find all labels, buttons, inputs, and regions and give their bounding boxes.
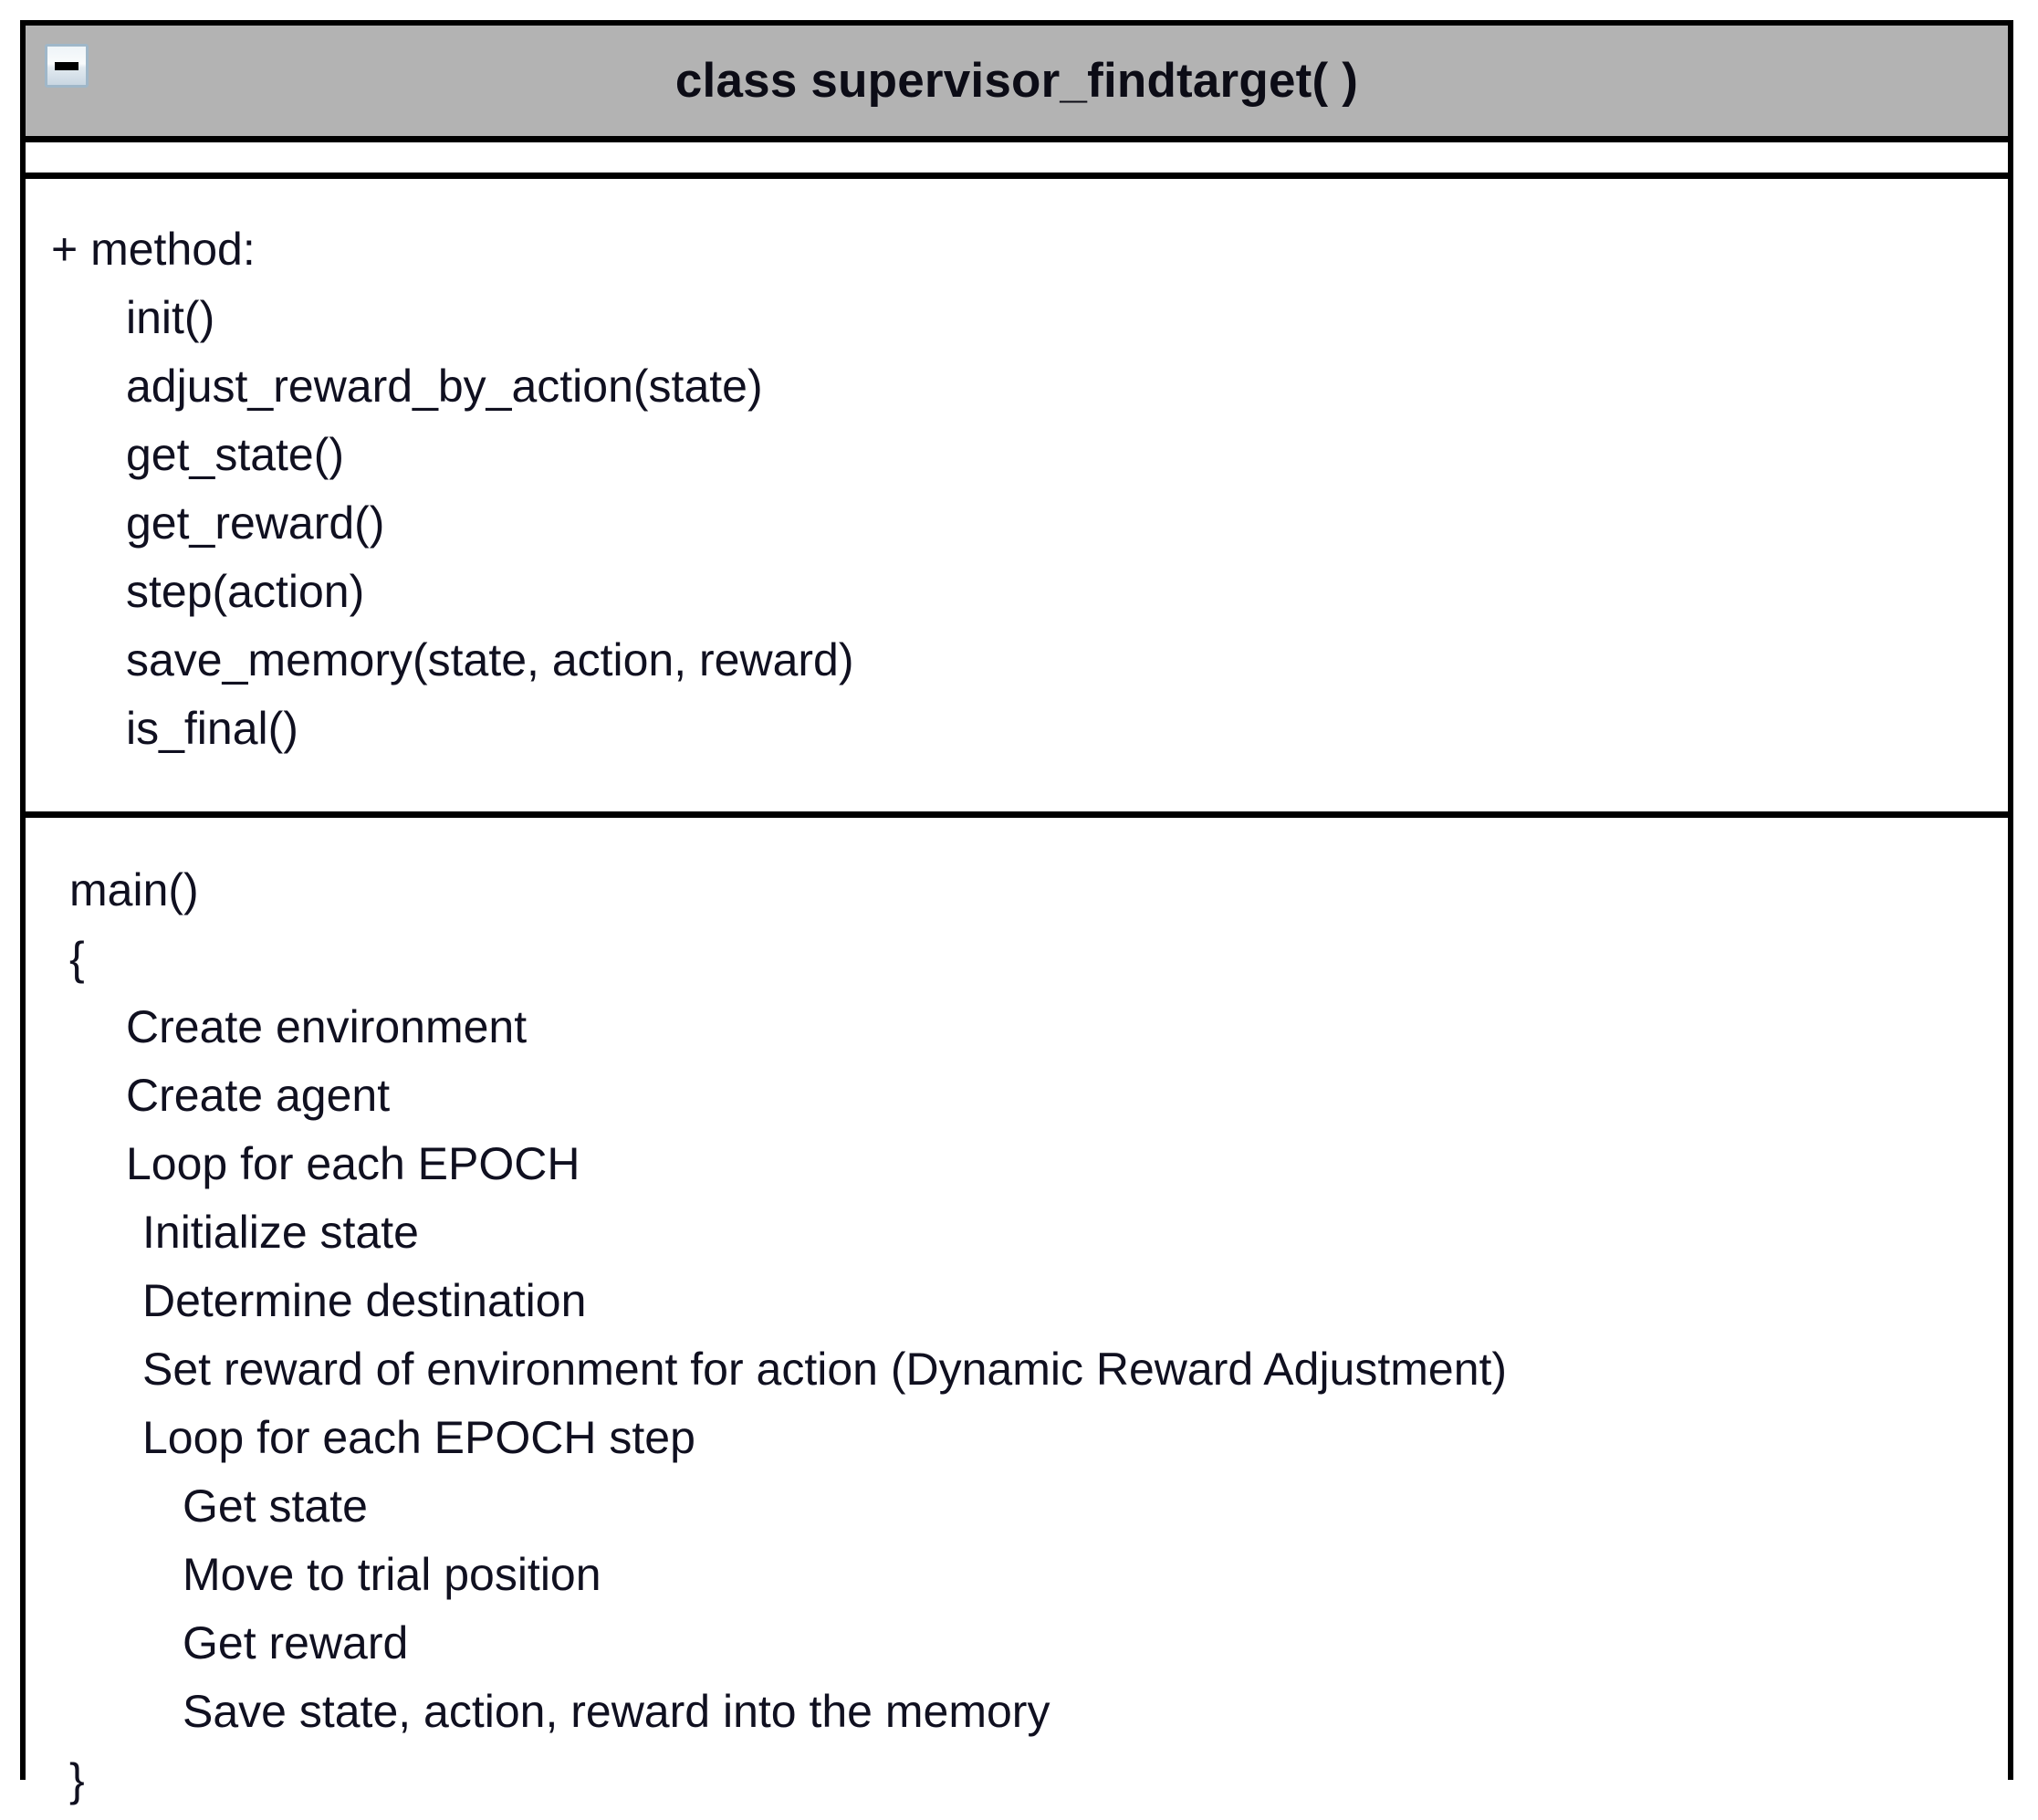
- main-statement: Initialize state: [142, 1207, 419, 1258]
- class-title: class supervisor_findtarget( ): [674, 54, 1359, 108]
- main-statement: Loop for each EPOCH step: [142, 1412, 695, 1463]
- main-statement: Save state, action, reward into the memo…: [183, 1686, 1050, 1737]
- class-title-bar: class supervisor_findtarget( ): [26, 26, 2008, 142]
- main-statement: Get reward: [183, 1617, 409, 1668]
- main-compartment: main() { Create environment Create agent…: [26, 818, 2008, 1815]
- main-open-brace: {: [69, 933, 85, 984]
- methods-label: + method:: [51, 224, 256, 275]
- minus-glyph: [55, 61, 78, 70]
- methods-compartment: + method: init() adjust_reward_by_action…: [26, 179, 2008, 818]
- method-item: save_memory(state, action, reward): [126, 634, 854, 685]
- uml-class-box: class supervisor_findtarget( ) + method:…: [20, 20, 2013, 1815]
- main-statement: Determine destination: [142, 1275, 587, 1326]
- method-item: init(): [126, 292, 215, 343]
- main-statement: Create environment: [126, 1001, 528, 1052]
- method-item: is_final(): [126, 703, 298, 754]
- main-close-brace: }: [69, 1754, 85, 1805]
- main-signature: main(): [69, 864, 199, 915]
- method-item: get_state(): [126, 429, 345, 480]
- main-statement: Move to trial position: [183, 1549, 601, 1600]
- main-statement: Get state: [183, 1480, 368, 1532]
- main-statement: Loop for each EPOCH: [126, 1138, 580, 1189]
- method-item: step(action): [126, 566, 365, 617]
- attributes-compartment: [26, 142, 2008, 179]
- method-item: adjust_reward_by_action(state): [126, 361, 763, 412]
- minus-icon[interactable]: [45, 44, 89, 88]
- main-statement: Create agent: [126, 1070, 391, 1121]
- main-statement: Set reward of environment for action (Dy…: [142, 1344, 1508, 1395]
- method-item: get_reward(): [126, 497, 385, 549]
